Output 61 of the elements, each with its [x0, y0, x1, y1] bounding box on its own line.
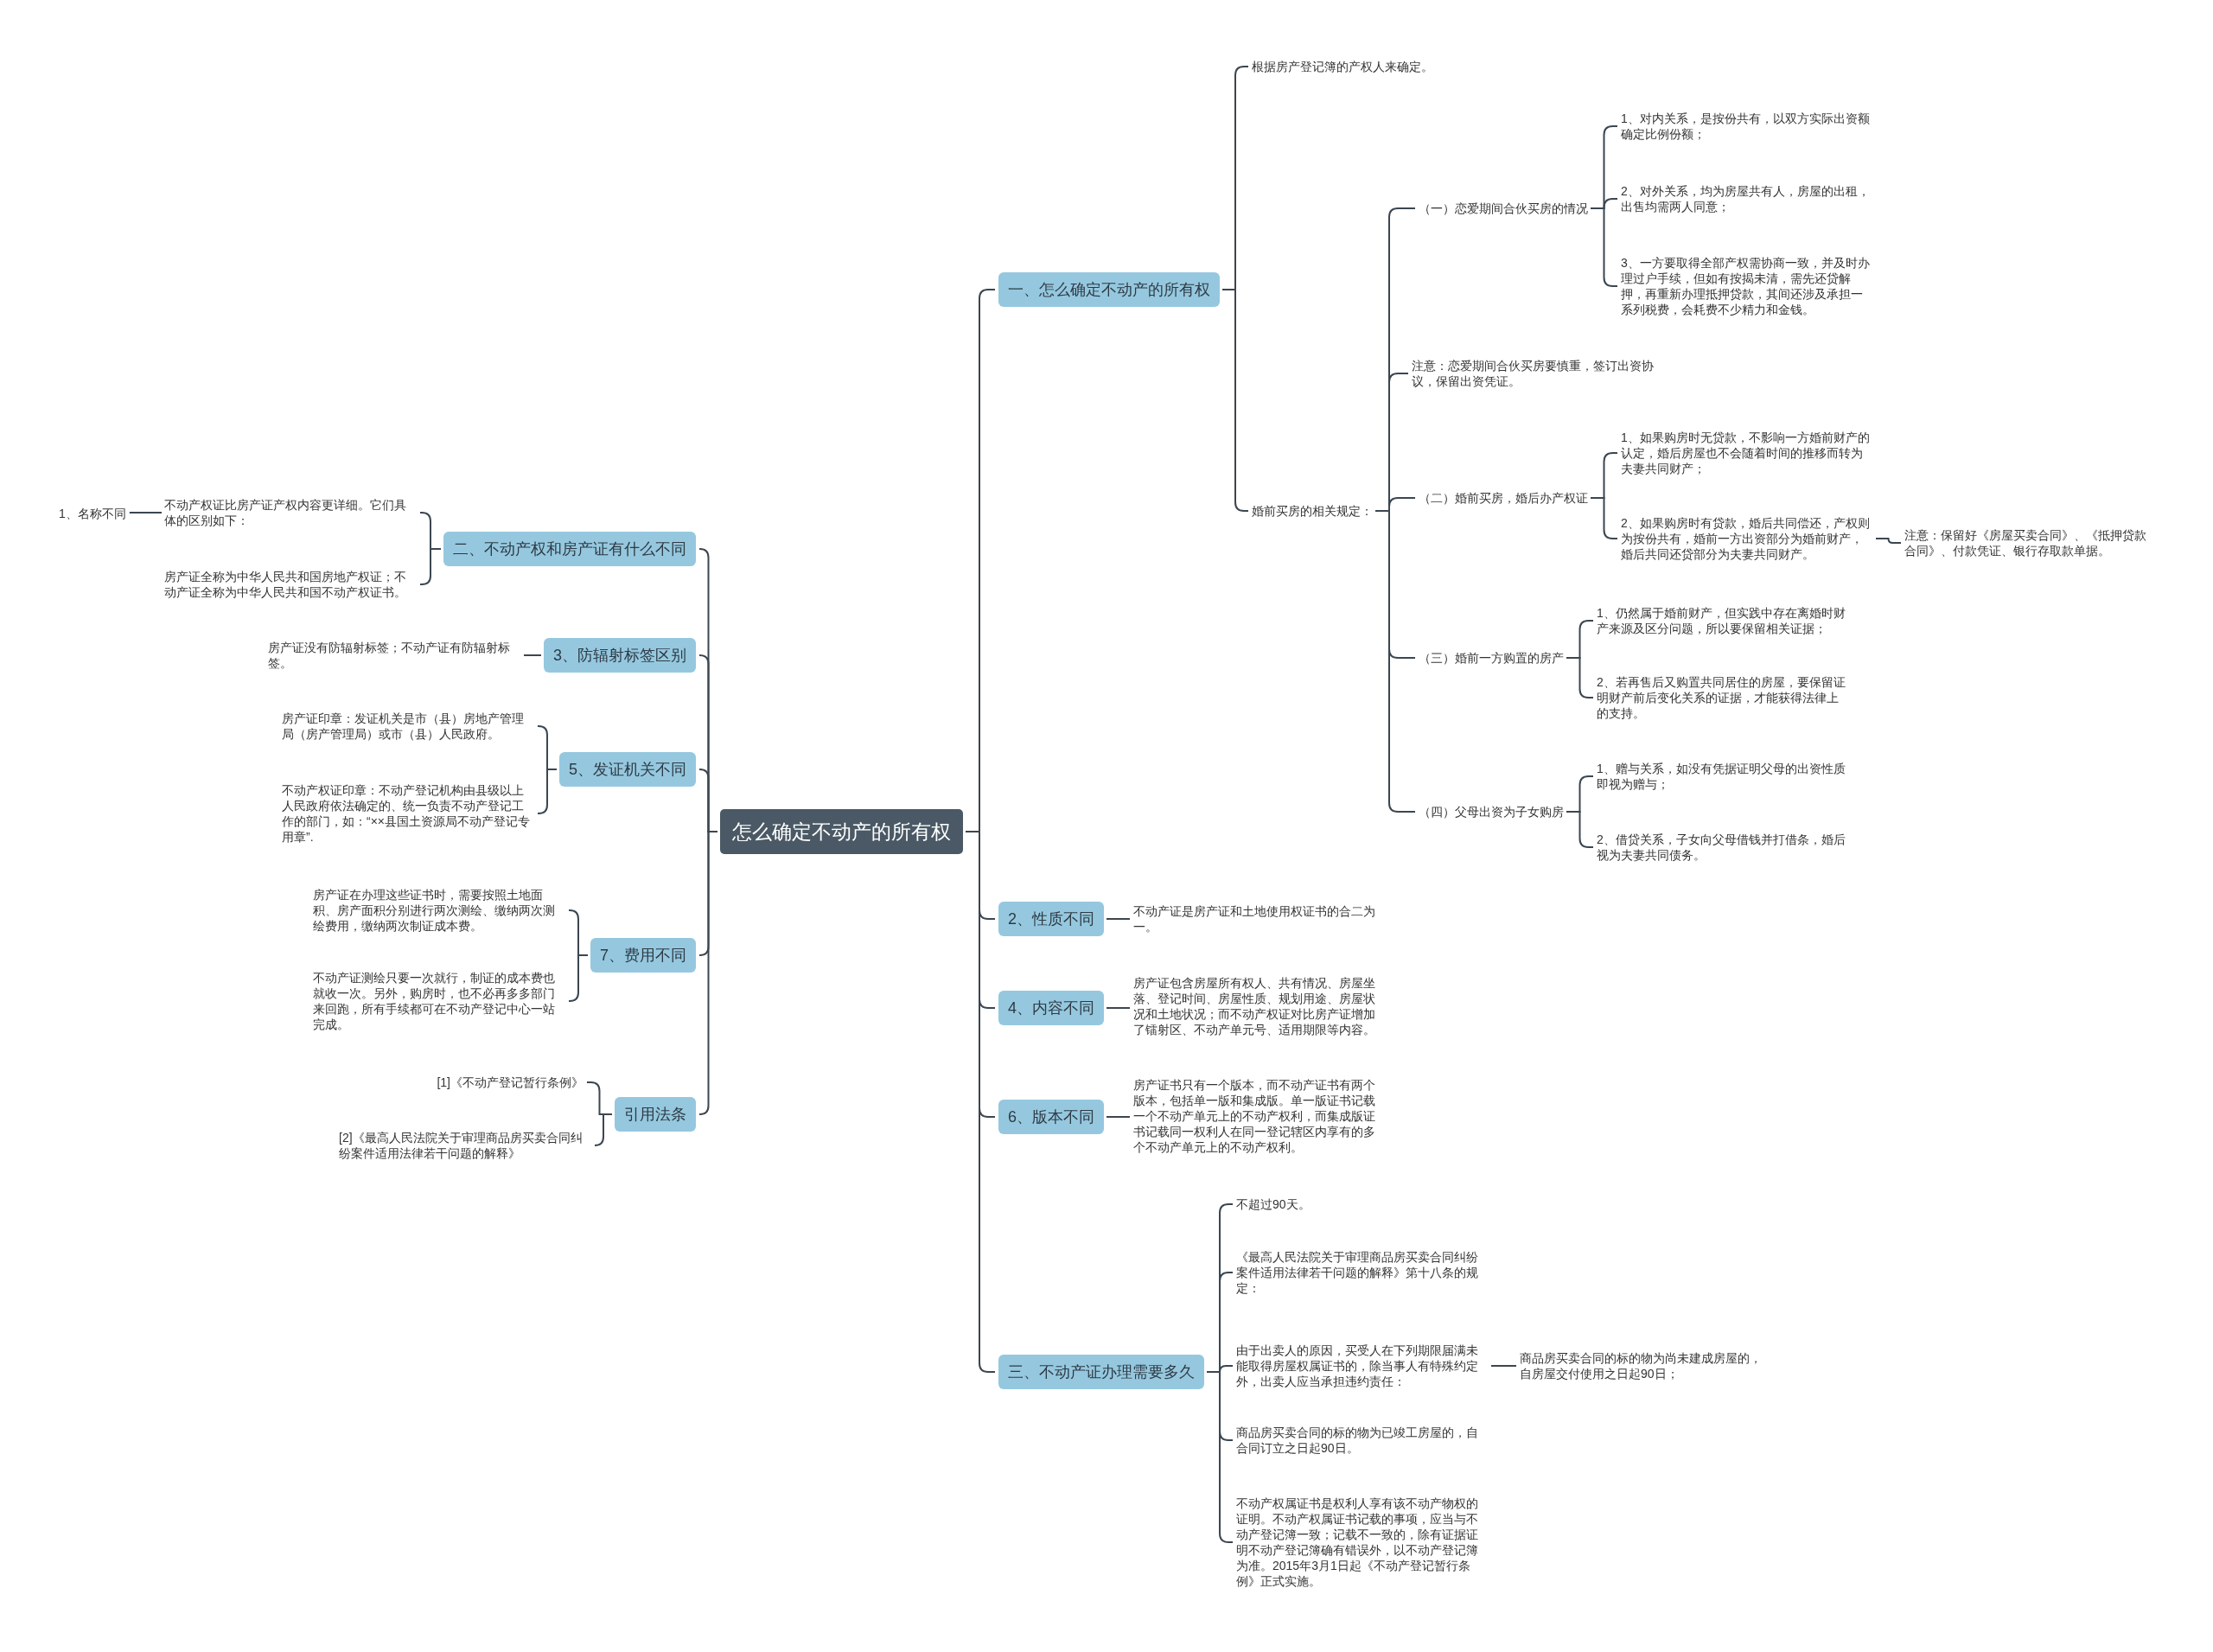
- note-text: 注意：恋爱期间合伙买房要慎重，签订出资协议，保留出资凭证。: [1412, 358, 1664, 389]
- note-text: 2、借贷关系，子女向父母借钱并打借条，婚后视为夫妻共同债务。: [1597, 832, 1849, 863]
- note-text: 根据房产登记簿的产权人来确定。: [1252, 59, 1433, 74]
- note-text: 1、名称不同: [59, 506, 126, 521]
- topic-box: 3、防辐射标签区别: [544, 638, 696, 673]
- note-text: 1、对内关系，是按份共有，以双方实际出资额确定比例份额；: [1621, 111, 1873, 142]
- note-text: 《最高人民法院关于审理商品房买卖合同纠纷案件适用法律若干问题的解释》第十八条的规定：: [1236, 1249, 1489, 1296]
- note-text: （二）婚前买房，婚后办产权证: [1419, 490, 1588, 506]
- note-text: 1、仍然属于婚前财产，但实践中存在离婚时财产来源及区分问题，所以要保留相关证据；: [1597, 605, 1849, 636]
- note-text: 不动产证是房产证和土地使用权证书的合二为一。: [1133, 903, 1386, 934]
- connector-line: [1590, 497, 1618, 539]
- note-text: 房产证包含房屋所有权人、共有情况、房屋坐落、登记时间、房屋性质、规划用途、房屋状况和土地状况；而不动产权证对比房产证增加了镭射区、不动产单元号、适用期限等内容。: [1133, 975, 1386, 1037]
- note-text: （一）恋爱期间合伙买房的情况: [1419, 201, 1588, 216]
- connector-line: [698, 831, 718, 1115]
- note-text: 不超过90天。: [1236, 1196, 1311, 1212]
- note-text: 不动产权证印章：不动产登记机构由县级以上人民政府依法确定的、统一负责不动产登记工作的部门，如：“××县国土资源局不动产登记专用章”.: [282, 782, 534, 845]
- note-text: [2]《最高人民法院关于审理商品房买卖合同纠纷案件适用法律若干问题的解释》: [339, 1130, 591, 1161]
- connector-line: [128, 512, 163, 513]
- note-text: 1、如果购房时无贷款，不影响一方婚前财产的认定，婚后房屋也不会随着时间的推移而转为夫妻共同财产；: [1621, 430, 1873, 476]
- topic-box: 引用法条: [615, 1097, 696, 1132]
- note-text: （三）婚前一方购置的房产: [1419, 650, 1564, 666]
- note-text: 房产证书只有一个版本，而不动产证书有两个版本，包括单一版和集成版。单一版证书记载一个不动产单元上的不动产权利，而集成版证书记载同一权利人在同一登记辖区内享有的多个不动产单元上的不动产权利。: [1133, 1077, 1386, 1155]
- note-text: [1]《不动产登记暂行条例》: [437, 1075, 584, 1090]
- note-text: 房产证没有防辐射标签；不动产证有防辐射标签。: [268, 640, 520, 671]
- topic-box: 6、版本不同: [998, 1100, 1104, 1134]
- connector-line: [537, 769, 558, 814]
- note-text: 1、赠与关系，如没有凭据证明父母的出资性质即视为赠与；: [1597, 761, 1849, 792]
- connector-line: [523, 654, 542, 656]
- note-text: 2、如果购房时有贷款，婚后共同偿还，产权则为按份共有，婚前一方出资部分为婚前财产，婚后共同还贷部分为夫妻共同财产。: [1621, 515, 1873, 562]
- note-text: 商品房买卖合同的标的物为已竣工房屋的，自合同订立之日起90日。: [1236, 1425, 1489, 1456]
- note-text: （四）父母出资为子女购房: [1419, 804, 1564, 820]
- note-text: 房产证印章：发证机关是市（县）房地产管理局（房产管理局）或市（县）人民政府。: [282, 711, 534, 742]
- note-text: 商品房买卖合同的标的物为尚未建成房屋的，自房屋交付使用之日起90日；: [1520, 1350, 1772, 1381]
- connector-line: [1490, 1365, 1517, 1367]
- connector-line: [1106, 918, 1131, 920]
- connector-line: [1566, 657, 1594, 698]
- note-text: 不动产权证比房产证产权内容更详细。它们具体的区别如下：: [164, 497, 417, 528]
- note-text: 2、若再售后又购置共同居住的房屋，要保留证明财产前后变化关系的证据，才能获得法律上的支持。: [1597, 674, 1849, 721]
- topic-box: 4、内容不同: [998, 991, 1104, 1025]
- note-text: 不动产证测绘只要一次就行，制证的成本费也就收一次。另外，购房时，也不必再多多部门来回跑，所有手续都可在不动产登记中心一站完成。: [313, 970, 565, 1032]
- note-text: 房产证在办理这些证书时，需要按照土地面积、房产面积分别进行两次测绘、缴纳两次测绘费用，缴纳两次制证成本费。: [313, 887, 565, 934]
- connector-line: [1875, 538, 1902, 544]
- connector-line: [1106, 1116, 1131, 1118]
- topic-box: 7、费用不同: [590, 938, 696, 973]
- note-text: 房产证全称为中华人民共和国房地产权证；不动产证全称为中华人民共和国不动产权证书。: [164, 569, 417, 600]
- topic-box: 三、不动产证办理需要多久: [998, 1355, 1204, 1389]
- central-topic-box: 怎么确定不动产的所有权: [720, 809, 963, 854]
- topic-box: 一、怎么确定不动产的所有权: [998, 272, 1220, 307]
- note-text: 2、对外关系，均为房屋共有人，房屋的出租，出售均需两人同意；: [1621, 183, 1873, 214]
- note-text: 注意：保留好《房屋买卖合同》、《抵押贷款合同》、付款凭证、银行存取款单据。: [1904, 527, 2157, 558]
- topic-box: 二、不动产权和房产证有什么不同: [443, 532, 696, 566]
- topic-box: 2、性质不同: [998, 902, 1104, 936]
- topic-box: 5、发证机关不同: [559, 752, 696, 787]
- note-text: 不动产权属证书是权利人享有该不动产物权的证明。不动产权属证书记载的事项，应当与不动产登记簿一致；记载不一致的，除有证据证明不动产登记簿确有错误外，以不动产登记簿为准。2015年3月1日起《不动产登记暂行条例》正式实施。: [1236, 1496, 1489, 1589]
- connector-line: [419, 548, 442, 585]
- connector-line: [1566, 811, 1594, 848]
- note-text: 3、一方要取得全部产权需协商一致，并及时办理过户手续，但如有按揭未清，需先还贷解押，再重新办理抵押贷款，其间还涉及承担一系列税费，会耗费不少精力和金钱。: [1621, 255, 1873, 317]
- note-text: 婚前买房的相关规定：: [1252, 503, 1373, 519]
- connector-line: [1106, 1007, 1131, 1009]
- note-text: 由于出卖人的原因，买受人在下列期限届满未能取得房屋权属证书的，除当事人有特殊约定外，出卖人应当承担违约责任：: [1236, 1343, 1489, 1389]
- connector-line: [594, 1113, 613, 1146]
